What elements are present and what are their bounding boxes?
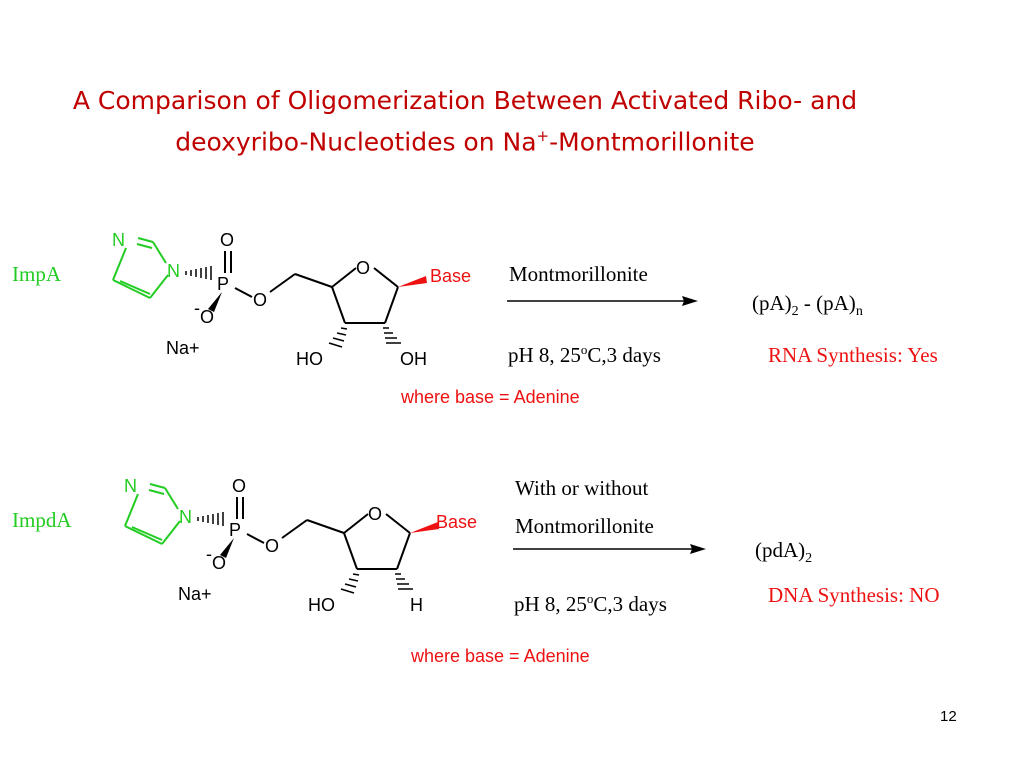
conditions-above-2a: With or without	[515, 476, 649, 500]
imidazole-n-side-1: N	[167, 261, 180, 281]
hashed-bond-h-2	[395, 573, 413, 590]
hashed-bond-np-1	[185, 266, 212, 280]
title-line2-text: deoxyribo-Nucleotides on Na	[175, 127, 537, 157]
product-1-part1: (pA)	[752, 291, 792, 315]
hydroxyl-3prime-2: HO	[308, 595, 335, 615]
base-note-1: where base = Adenine	[401, 387, 580, 407]
sodium-counterion-1: Na+	[166, 338, 200, 358]
hashed-bond-oh-1	[383, 327, 401, 344]
imidazole-ring-1	[112, 237, 169, 299]
conditions-below-1: pH 8, 25oC,3 days	[508, 342, 661, 368]
o-minus-1: O	[200, 307, 214, 327]
conditions-text-1: pH 8, 25	[508, 343, 581, 367]
product-2: (pdA)2	[755, 538, 812, 567]
sodium-counterion-2: Na+	[178, 584, 212, 604]
p-double-bond-o-1	[224, 251, 232, 273]
product-2-sub: 2	[805, 551, 813, 567]
title-line2-suffix: -Montmorillonite	[549, 127, 755, 157]
p-double-bond-o-2	[236, 497, 244, 519]
product-1-sub2: n	[855, 304, 863, 320]
ring-oxygen-2: O	[368, 504, 382, 524]
base-label-2: Base	[436, 512, 477, 532]
base-wedge-bond-1	[398, 276, 427, 287]
phosphorus-1: P	[217, 274, 229, 294]
conditions-below-2: pH 8, 25oC,3 days	[514, 591, 667, 617]
ring-oxygen-1: O	[356, 258, 370, 278]
imidazole-n-top-1: N	[112, 230, 125, 250]
o-minus-sign-2: -	[206, 544, 212, 564]
conditions-text-2b: C,3 days	[593, 592, 667, 616]
sugar-ring-1	[269, 267, 399, 324]
title-superscript: +	[536, 127, 550, 145]
hashed-bond-ho-2	[340, 573, 360, 594]
conditions-text-2: pH 8, 25	[514, 592, 587, 616]
page-number: 12	[940, 708, 957, 725]
product-1: (pA)2 - (pA)n	[752, 291, 863, 320]
oxo-oxygen-1: O	[220, 230, 234, 250]
phosphorus-2: P	[229, 520, 241, 540]
base-label-1: Base	[430, 266, 471, 286]
sugar-ring-2	[281, 513, 411, 570]
wedge-bond-po-2	[220, 538, 234, 558]
product-2-part1: (pdA)	[755, 538, 806, 562]
conditions-above-2b: Montmorillonite	[515, 514, 654, 538]
hydroxyl-3prime-1: HO	[296, 349, 323, 369]
product-1-part2: - (pA)	[798, 291, 856, 315]
bridge-oxygen-1: O	[253, 290, 267, 310]
result-1: RNA Synthesis: Yes	[768, 343, 938, 367]
hydrogen-2prime-2: H	[410, 595, 423, 615]
wedge-bond-po-1	[208, 292, 222, 312]
product-1-sub1: 2	[791, 304, 799, 320]
hydroxyl-2prime-1: OH	[400, 349, 427, 369]
o-minus-sign-1: -	[194, 298, 200, 318]
base-wedge-bond-2	[410, 522, 439, 533]
conditions-above-1: Montmorillonite	[509, 262, 648, 286]
conditions-text-1b: C,3 days	[587, 343, 661, 367]
compound-name-impa: ImpA	[12, 262, 61, 286]
degree-symbol-2: o	[586, 591, 594, 606]
slide-title-line1: A Comparison of Oligomerization Between …	[72, 86, 858, 115]
oxo-oxygen-2: O	[232, 476, 246, 496]
imidazole-n-top-2: N	[124, 476, 137, 496]
bridge-oxygen-2: O	[265, 536, 279, 556]
imidazole-n-side-2: N	[179, 507, 192, 527]
hashed-bond-ho-1	[328, 327, 348, 348]
result-2: DNA Synthesis: NO	[768, 583, 940, 607]
degree-symbol-1: o	[580, 342, 588, 357]
o-minus-2: O	[212, 553, 226, 573]
hashed-bond-np-2	[197, 512, 224, 526]
slide-title-line2: deoxyribo-Nucleotides on Na+-Montmorillo…	[0, 127, 930, 156]
arrow-head-2	[690, 544, 706, 554]
arrow-head-1	[682, 296, 698, 306]
compound-name-impda: ImpdA	[12, 508, 72, 532]
base-note-2: where base = Adenine	[411, 646, 590, 666]
imidazole-ring-2	[124, 483, 181, 545]
